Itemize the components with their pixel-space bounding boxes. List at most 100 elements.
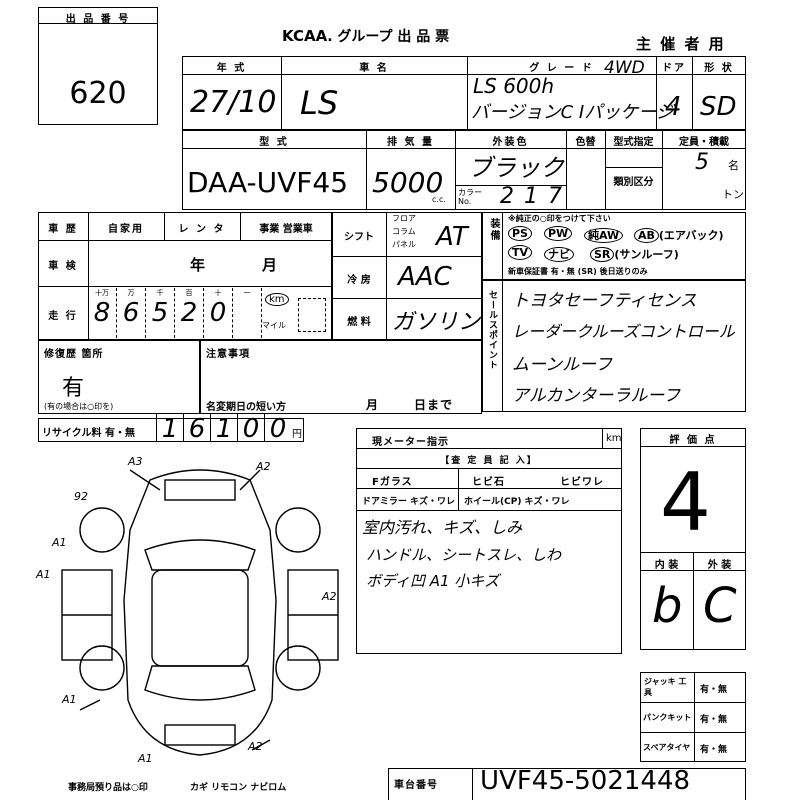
capacity-label: 定員・積載: [679, 137, 729, 148]
inspection-year-unit: 年: [190, 256, 206, 274]
cc-label: 排 気 量: [387, 137, 434, 148]
equip-pw: PW: [544, 226, 573, 241]
interior-label: 内 装: [654, 560, 679, 571]
title-change-day: 日まで: [414, 398, 454, 412]
puncture-value: 有・無: [700, 715, 728, 725]
jack-value: 有・無: [700, 685, 728, 695]
mileage-digit: 6: [122, 298, 140, 328]
sponsor-label: 主 催 者 用: [636, 35, 726, 53]
car-roof: [151, 569, 249, 667]
grade-line1: LS 600h: [473, 74, 555, 98]
office-items: カギ リモコン ナビロム: [190, 783, 287, 793]
comment-1: 室内汚れ、キズ、しみ: [362, 518, 523, 537]
category-label: 類別区分: [613, 177, 654, 188]
notes-label: 注意事項: [206, 349, 250, 360]
recycle-label: リサイクル料 有・無: [42, 428, 135, 439]
door-value: 4: [665, 92, 682, 122]
equipment-box: [482, 212, 746, 280]
shift-value: AT: [436, 222, 468, 252]
sales-line-2: レーダークルーズコントロール: [512, 322, 735, 341]
sales-line-3: ムーンルーフ: [512, 355, 613, 375]
color-label: 外装色: [492, 137, 529, 148]
fuel-label: 燃 料: [347, 317, 371, 328]
car-windshield: [144, 539, 256, 571]
year-value: 27/10: [190, 85, 277, 120]
car-trunk: [164, 724, 236, 746]
sales-label: セールスポイント: [487, 290, 497, 370]
shape-label: 形 状: [704, 63, 734, 74]
notes-box: [200, 340, 482, 414]
org-logo: KCAA: [282, 27, 328, 45]
mileage-unit-label: 十万: [95, 289, 109, 297]
exterior-value: C: [703, 578, 737, 634]
mile-box: [298, 298, 326, 332]
capacity-value: 5: [695, 150, 709, 175]
glass-label: Fガラス: [372, 477, 413, 488]
equip-ps: PS: [508, 226, 532, 241]
equip-tv: TV: [508, 245, 533, 260]
shape-value: SD: [700, 92, 737, 122]
recycle-box: [38, 418, 304, 442]
designation-label: 型式指定: [613, 137, 654, 148]
mileage-label: 走 行: [48, 311, 78, 322]
grade-label: グ レ ー ド: [529, 63, 594, 74]
inspection-label: 車 検: [48, 261, 78, 272]
title-change-label: 名変期日の短い方: [206, 402, 286, 413]
maker-value: LS: [300, 84, 339, 122]
wheel-rear-left: [79, 645, 125, 691]
wheel-front-right: [275, 507, 321, 553]
warranty-note: 新車保証書 有・無 (SR) 後日送りのみ: [508, 267, 648, 276]
org-title: KCAA. グループ 出 品 票: [282, 27, 450, 45]
tools-box: [640, 672, 746, 762]
capacity-unit: 名: [728, 159, 739, 172]
equipment-note: ※純正の○印をつけて下さい: [508, 214, 611, 223]
mark-a1-side: A1: [36, 568, 51, 581]
history-rental[interactable]: レ ン タ: [178, 224, 226, 235]
grade-4wd: 4WD: [604, 58, 645, 78]
meter-box: [356, 428, 622, 654]
equip-sr: SR(サンルーフ): [590, 246, 679, 262]
lot-box: 出 品 番 号 620: [38, 7, 158, 125]
equip-aw: 純AW: [584, 227, 624, 243]
grade-line2: バージョンC Iパッケージ: [471, 102, 674, 123]
spare-label: スペアタイヤ: [643, 743, 691, 752]
mirror-label: ドアミラー キズ・ワレ: [362, 497, 455, 507]
mile-unit: マイル: [262, 321, 286, 330]
sales-line-4: アルカンターラルーフ: [512, 386, 681, 406]
history-business[interactable]: 事業 営業車: [259, 224, 313, 235]
mileage-unit-label: 一: [243, 289, 251, 297]
shift-panel: パネル: [392, 240, 416, 249]
sales-box: [482, 280, 746, 412]
car-rear-window: [144, 665, 256, 701]
recycle-digit: 0: [237, 414, 264, 444]
meter-unit: km: [606, 433, 622, 444]
interior-value: b: [652, 578, 683, 634]
mileage-unit-label: 千: [156, 289, 164, 297]
drive-box: [332, 212, 482, 340]
history-private[interactable]: 自家用: [108, 224, 144, 235]
rating-value: 4: [660, 456, 711, 549]
mileage-unit-label: 百: [185, 289, 193, 297]
recycle-digit: 0: [264, 414, 291, 444]
jack-label: ジャッキ 工 具: [644, 677, 687, 697]
mark-a2-bottom: A2: [248, 740, 263, 753]
lot-label: 出 品 番 号: [39, 10, 157, 25]
car-body-outline: [123, 469, 277, 756]
recycle-digit: 1: [156, 414, 183, 444]
mileage-unit-label: 十: [214, 289, 222, 297]
chassis-box: [388, 768, 746, 800]
wheel-front-left: [79, 507, 125, 553]
fuel-value: ガソリン: [392, 310, 481, 335]
ton-unit: トン: [722, 188, 744, 201]
row2-box: [182, 130, 746, 210]
mark-a1-bottom: A1: [138, 752, 153, 765]
repair-box: [38, 340, 200, 414]
model-value: DAA-UVF45: [187, 166, 349, 199]
wheel-rear-right: [275, 645, 321, 691]
repair-value: 有: [62, 376, 85, 401]
